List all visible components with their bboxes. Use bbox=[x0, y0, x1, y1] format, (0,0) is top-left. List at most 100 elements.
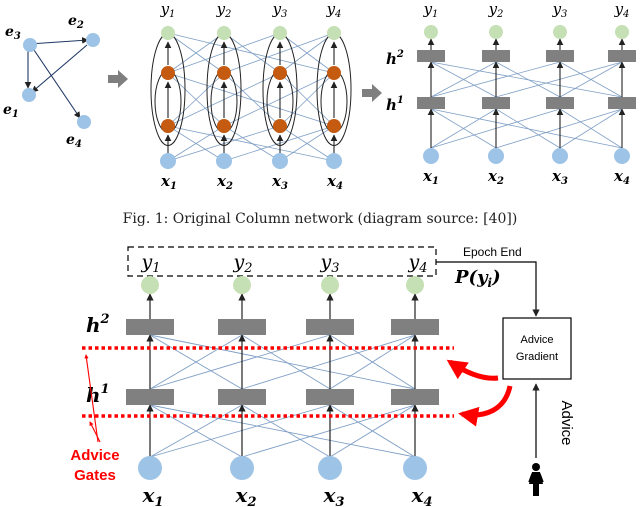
advice-cross-edge-upper-4 bbox=[241, 334, 331, 390]
stack-cross-edge-upper-3 bbox=[495, 61, 623, 98]
epoch-end-label: Epoch End bbox=[463, 245, 522, 259]
advice-label-x3: x3 bbox=[323, 483, 345, 507]
advice-arrow-upper bbox=[446, 359, 499, 381]
colnet-cross-edge-upper-2 bbox=[167, 32, 225, 74]
advice-h1-box-1 bbox=[126, 389, 174, 405]
colnet-cross-edge-lower-7 bbox=[279, 125, 335, 162]
advice-label-y3: y3 bbox=[319, 251, 339, 276]
colnet-output-node-4 bbox=[327, 26, 341, 40]
advice-input-node-1 bbox=[138, 456, 162, 480]
colnet-label-y2: y2 bbox=[216, 0, 232, 20]
stack-label-y2: y2 bbox=[488, 0, 504, 20]
advice-label-x2: x2 bbox=[235, 483, 257, 507]
advice-gates-pointer-lower bbox=[89, 421, 101, 443]
stack-label-x2: x2 bbox=[487, 167, 504, 187]
advice-arrow-lower bbox=[458, 385, 513, 427]
colnet-cross-edge-mid-7 bbox=[279, 72, 335, 127]
colnet-input-node-3 bbox=[272, 153, 288, 169]
graph-label-e1: e1 bbox=[3, 102, 19, 120]
advice-gates-label-1: Advice bbox=[70, 447, 119, 464]
graph-label-e4: e4 bbox=[66, 132, 82, 150]
advice-gradient-box bbox=[502, 317, 572, 380]
stack-cross-edge-upper-7 bbox=[559, 61, 623, 98]
colnet-label-y4: y4 bbox=[326, 0, 342, 20]
advice-label-y4: y4 bbox=[407, 251, 427, 276]
advice-label-h1: h1 bbox=[86, 382, 110, 407]
colnet-cross-edge-upper-6 bbox=[167, 32, 335, 74]
person-icon bbox=[528, 463, 544, 496]
stack-cross-edge-upper-2 bbox=[430, 61, 497, 98]
colnet-label-x4: x4 bbox=[326, 172, 343, 192]
advice-cross-edge-lower-2 bbox=[149, 404, 243, 458]
colnet-output-node-3 bbox=[273, 26, 287, 40]
edge-e3-e2 bbox=[28, 37, 89, 47]
colnet-label-y1: y1 bbox=[160, 0, 176, 20]
probability-label: P(yi) bbox=[454, 267, 501, 290]
stack-label-y1: y1 bbox=[423, 0, 439, 20]
advice-h2-box-1 bbox=[126, 319, 174, 335]
colnet-cross-edge-upper-7 bbox=[279, 32, 335, 74]
stack-h1-box-4 bbox=[608, 97, 636, 109]
colnet-hidden1-node-2 bbox=[217, 119, 231, 133]
graph-node-e2 bbox=[86, 33, 100, 47]
advice-input-node-4 bbox=[403, 456, 427, 480]
stack-output-node-2 bbox=[489, 25, 503, 39]
stacked-network-panel: h2 h1 y1 y2 y3 y4 x1 x2 x3 x4 bbox=[386, 0, 636, 187]
advice-output-node-4 bbox=[406, 276, 424, 294]
stack-cross-edge-lower-6 bbox=[430, 108, 623, 149]
advice-output-node-2 bbox=[233, 276, 251, 294]
panel-arrow-1-icon bbox=[108, 70, 128, 88]
graph-node-e3 bbox=[23, 38, 37, 52]
stack-cross-edge-lower-7 bbox=[559, 108, 623, 149]
stack-label-y4: y4 bbox=[614, 0, 630, 20]
advice-vertical-label: Advice bbox=[558, 400, 575, 445]
stack-h2-box-4 bbox=[608, 50, 636, 62]
colnet-output-node-2 bbox=[217, 26, 231, 40]
colnet-input-node-2 bbox=[216, 153, 232, 169]
colnet-hidden1-node-1 bbox=[161, 119, 175, 133]
edge-e2-e1 bbox=[31, 44, 88, 93]
colnet-input-node-4 bbox=[326, 153, 342, 169]
stack-cross-edge-lower-3 bbox=[495, 108, 623, 149]
stack-cross-edge-upper-6 bbox=[430, 61, 623, 98]
graph-node-e4 bbox=[77, 115, 91, 129]
stack-h2-box-3 bbox=[546, 50, 574, 62]
stack-input-node-3 bbox=[552, 148, 568, 164]
colnet-cross-edge-lower-3 bbox=[223, 125, 335, 162]
colnet-input-node-1 bbox=[160, 153, 176, 169]
advice-network-panel: y1 y2 y3 y4 x1 x2 x3 x4 h2 h1 Epoch End … bbox=[70, 245, 575, 507]
advice-label-y2: y2 bbox=[232, 251, 252, 276]
colnet-cross-edge-mid-3 bbox=[223, 72, 335, 127]
colnet-hidden1-node-3 bbox=[273, 119, 287, 133]
graph-label-e3: e3 bbox=[5, 24, 21, 42]
figure-caption: Fig. 1: Original Column network (diagram… bbox=[123, 211, 518, 227]
stack-input-node-4 bbox=[614, 148, 630, 164]
advice-h1-box-3 bbox=[306, 389, 354, 405]
advice-gates-pointer-upper bbox=[84, 354, 99, 443]
advice-label-x1: x1 bbox=[142, 483, 164, 507]
advice-cross-edge-upper-6 bbox=[149, 334, 416, 390]
epoch-end-connector bbox=[436, 261, 540, 317]
colnet-hidden1-node-4 bbox=[327, 119, 341, 133]
advice-h2-box-2 bbox=[218, 319, 266, 335]
edge-e3-e4 bbox=[33, 49, 81, 119]
stack-input-node-2 bbox=[488, 148, 504, 164]
panel-arrow-2-icon bbox=[362, 84, 382, 102]
stack-label-y3: y3 bbox=[552, 0, 568, 20]
colnet-cross-edge-lower-6 bbox=[167, 125, 335, 162]
stack-h2-box-1 bbox=[417, 50, 445, 62]
stack-h2-box-2 bbox=[482, 50, 510, 62]
stack-output-node-4 bbox=[615, 25, 629, 39]
advice-output-node-1 bbox=[141, 276, 159, 294]
colnet-label-y3: y3 bbox=[272, 0, 288, 20]
stack-label-x4: x4 bbox=[613, 167, 630, 187]
graph-label-e2: e2 bbox=[68, 13, 84, 31]
stack-output-node-1 bbox=[424, 25, 438, 39]
output-dashed-box bbox=[127, 246, 437, 277]
colnet-cross-edge-upper-3 bbox=[223, 32, 335, 74]
column-network-panel: y1 y2 y3 y4 x1 x2 x3 x4 bbox=[150, 0, 352, 192]
advice-cross-edge-lower-4 bbox=[241, 404, 331, 458]
advice-cross-edge-lower-1 bbox=[149, 404, 331, 458]
advice-h2-box-4 bbox=[391, 319, 439, 335]
